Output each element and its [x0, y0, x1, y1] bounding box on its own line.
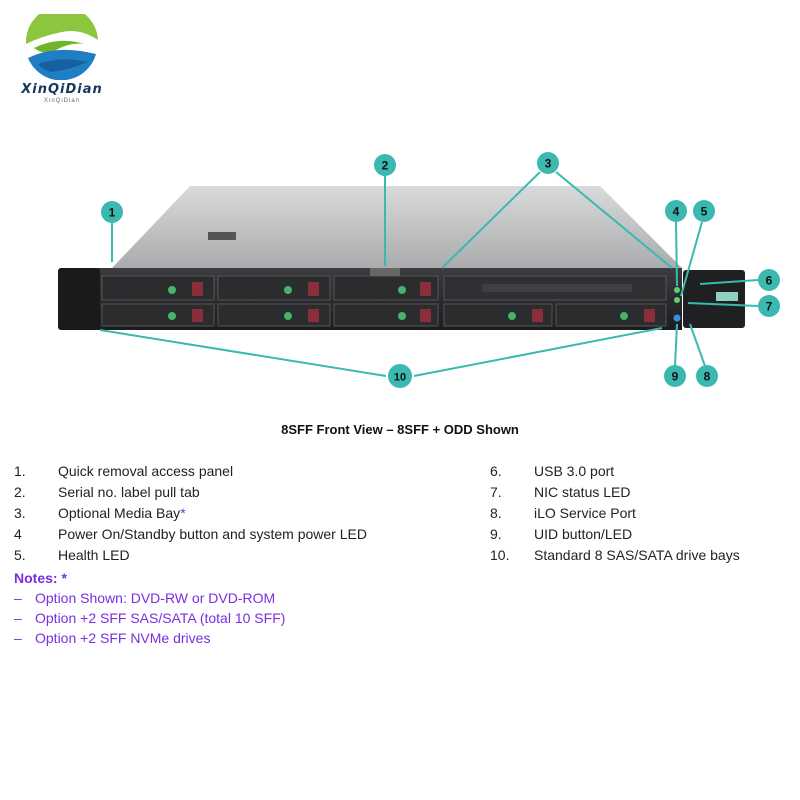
callout-9: 9	[664, 365, 686, 387]
callout-4: 4	[665, 200, 687, 222]
legend-text: Standard 8 SAS/SATA drive bays	[534, 547, 740, 563]
legend-number: 6.	[490, 463, 502, 479]
callout-3: 3	[537, 152, 559, 174]
callout-label: 7	[766, 300, 773, 314]
legend-item: 1. Quick removal access panel	[14, 461, 367, 482]
legend-item: 8. iLO Service Port	[490, 503, 740, 524]
right-rack-ear	[683, 270, 745, 328]
callout-6: 6	[758, 269, 780, 291]
legend-number: 10.	[490, 547, 510, 563]
power-led	[674, 287, 680, 293]
legend-text: Health LED	[58, 547, 130, 563]
legend-text: Power On/Standby button and system power…	[58, 526, 367, 542]
drive-bays-bottom-row	[101, 303, 667, 327]
logo-text: XinQiDian	[21, 82, 103, 97]
callout-label: 5	[701, 205, 708, 219]
brand-logo: XinQiDian XinQiDian	[12, 12, 102, 104]
legend-text: Quick removal access panel	[58, 463, 234, 479]
note-text: Option Shown: DVD-RW or DVD-ROM	[35, 590, 276, 606]
left-rack-ear	[58, 268, 100, 330]
drive-bays-top-row	[101, 275, 439, 301]
chassis-top	[112, 186, 682, 268]
legend-item: 9. UID button/LED	[490, 524, 740, 545]
note-item: –Option +2 SFF NVMe drives	[14, 630, 211, 646]
leader-lines	[99, 171, 759, 377]
callout-label: 3	[545, 157, 552, 171]
callout-label: 9	[672, 370, 679, 384]
legend-text: Optional Media Bay	[58, 505, 181, 521]
callout-label: 2	[382, 159, 389, 173]
legend-number: 4	[14, 526, 22, 542]
callout-label: 4	[673, 205, 680, 219]
usb-port-graphic	[716, 292, 738, 301]
note-text: Option +2 SFF NVMe drives	[35, 630, 211, 646]
callout-8: 8	[696, 365, 718, 387]
uid-led	[673, 314, 681, 322]
legend-text: UID button/LED	[534, 526, 633, 542]
legend-item: 5. Health LED	[14, 545, 367, 566]
serial-label-tab	[370, 268, 400, 276]
callout-1: 1	[101, 201, 123, 223]
legend-text: USB 3.0 port	[534, 463, 615, 479]
legend-right-list: 6. USB 3.0 port 7. NIC status LED 8. iLO Se…	[490, 461, 740, 566]
legend-number: 8.	[490, 505, 502, 521]
diagram-caption: 8SFF Front View – 8SFF + ODD Shown	[281, 422, 519, 437]
logo-emblem-icon	[25, 14, 98, 80]
legend-item: 3. Optional Media Bay*	[14, 503, 367, 524]
note-item: –Option Shown: DVD-RW or DVD-ROM	[14, 590, 276, 606]
optical-drive-slot	[482, 284, 632, 292]
legend-number: 2.	[14, 484, 26, 500]
legend-item: 4 Power On/Standby button and system powe…	[14, 524, 367, 545]
legend-star: *	[180, 505, 186, 521]
legend-number: 7.	[490, 484, 502, 500]
server-front-diagram: 1 2 3 4 5 6 7 8 9 10	[58, 152, 780, 388]
notes-title: Notes: *	[14, 570, 67, 586]
legend-text: NIC status LED	[534, 484, 631, 500]
legend-number: 9.	[490, 526, 502, 542]
callout-7: 7	[758, 295, 780, 317]
callout-2: 2	[374, 154, 396, 176]
legend-item: 7. NIC status LED	[490, 482, 740, 503]
health-led	[674, 297, 680, 303]
legend-item: 6. USB 3.0 port	[490, 461, 740, 482]
callout-5: 5	[693, 200, 715, 222]
legend-text: iLO Service Port	[534, 505, 636, 521]
note-item: –Option +2 SFF SAS/SATA (total 10 SFF)	[14, 610, 286, 626]
legend-number: 3.	[14, 505, 26, 521]
legend-left-list: 1. Quick removal access panel 2. Serial no…	[14, 461, 367, 566]
callout-label: 1	[109, 206, 116, 220]
chassis-label	[208, 232, 236, 240]
note-text: Option +2 SFF SAS/SATA (total 10 SFF)	[35, 610, 286, 626]
legend-text: Serial no. label pull tab	[58, 484, 200, 500]
callout-label: 6	[766, 274, 773, 288]
callout-label: 8	[704, 370, 711, 384]
legend-item: 2. Serial no. label pull tab	[14, 482, 367, 503]
legend-number: 1.	[14, 463, 26, 479]
notes-section: Notes: * –Option Shown: DVD-RW or DVD-RO…	[14, 568, 285, 648]
logo-subtext: XinQiDian	[43, 98, 80, 104]
legend-item: 10. Standard 8 SAS/SATA drive bays	[490, 545, 740, 566]
callout-10: 10	[388, 364, 412, 388]
legend-number: 5.	[14, 547, 26, 563]
callout-label: 10	[394, 372, 406, 384]
